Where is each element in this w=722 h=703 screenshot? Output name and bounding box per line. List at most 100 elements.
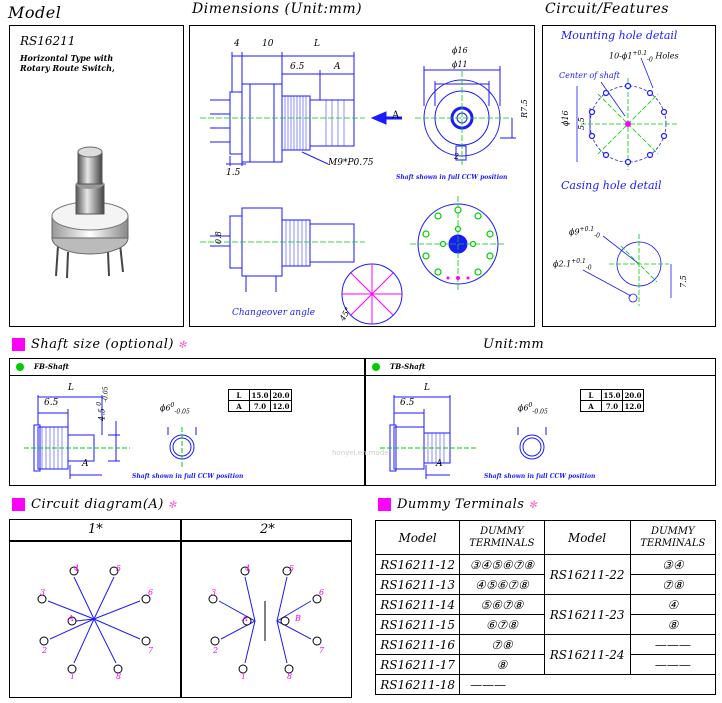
tb-dia: ϕ60-0.05 — [518, 402, 548, 415]
table-row: RS16211-18 ——— — [374, 674, 716, 695]
fb-table-row: A 7.0 12.0 — [228, 400, 292, 412]
fb-table-row: L 15.0 20.0 — [228, 389, 292, 401]
model-description-1: Horizontal Type with — [20, 53, 114, 63]
product-image — [51, 146, 129, 279]
shaft-size-title: Shaft size (optional) — [31, 337, 174, 352]
shaft-divider — [364, 359, 366, 485]
holes-tol-plus: +0.1 — [632, 50, 648, 57]
shaft-size-panel: FB-Shaft L 6.5 A 4.5 0-0.05 ϕ60-0.05 — [9, 358, 716, 486]
dummy-terminals: ④⑤⑥⑦⑧ — [459, 574, 545, 595]
tb-dia-tol-minus: -0.05 — [532, 408, 548, 416]
dummy-terminals: ——— — [629, 654, 717, 675]
features-panel: Mounting hole detail 10-ϕ1+0.1-0 Holes C… — [542, 25, 716, 327]
tb-table-row: L 15.0 20.0 — [580, 389, 644, 401]
casing-9-text: ϕ9 — [569, 227, 580, 237]
tb-dim-6-5: 6.5 — [400, 398, 415, 408]
fb-cell: A — [228, 400, 250, 412]
c2-label-8: 8 — [287, 672, 293, 681]
dummy-terminals: ⑤⑥⑦⑧ — [459, 594, 545, 615]
holes-note: 10-ϕ1+0.1-0 Holes — [609, 50, 679, 63]
dia-11: ϕ11 — [452, 60, 468, 69]
table-row: RS16211-16 ⑦⑧ RS16211-24 ——— — [374, 634, 717, 675]
shaft-size-star-icon: ✻ — [177, 340, 187, 351]
tb-dia-text: ϕ6 — [518, 403, 529, 413]
fb-dim-4-5-tol-minus: -0.05 — [102, 386, 110, 402]
shaft-note: Shaft shown in full CCW position — [396, 174, 508, 181]
model-description-2: Rotary Route Switch, — [20, 63, 115, 73]
fb-title: FB-Shaft — [34, 362, 69, 371]
dummy-model: RS16211-15 — [374, 614, 461, 635]
dummy-col-model-1: Model — [374, 520, 461, 555]
tb-cell: A — [580, 400, 602, 412]
c1-label-5: 5 — [116, 564, 122, 573]
fb-dia-tol-minus: -0.05 — [174, 408, 190, 416]
tb-dot-icon — [372, 363, 380, 371]
c2-label-5: 5 — [289, 564, 295, 573]
dummy-terminals-title: Dummy Terminals — [397, 497, 525, 512]
watermark: honyel.en.made — [332, 449, 389, 457]
circuit-divider — [180, 520, 182, 697]
c2-label-1: 1 — [241, 672, 247, 681]
tb-dim-l: L — [424, 383, 430, 393]
casing-9-tol-plus: +0.1 — [579, 226, 595, 233]
dimensions-header: Dimensions (Unit:mm) — [192, 1, 363, 17]
thread-label: M9*P0.75 — [328, 158, 374, 168]
c1-label-4: 4 — [74, 564, 80, 573]
dummy-table-header-row: Model DUMMY TERMINALS Model DUMMY TERMIN… — [374, 520, 717, 555]
dummy-terminals: ⑦⑧ — [459, 634, 545, 655]
dimensions-drawing — [200, 52, 516, 325]
c2-label-b: B — [295, 614, 301, 623]
model-header: Model — [8, 3, 62, 22]
c2-label-4: 4 — [245, 564, 251, 573]
fb-shaft-drawing — [24, 395, 197, 479]
dim-6-5: 6.5 — [290, 62, 305, 72]
tb-dia-tol-plus: 0 — [528, 402, 533, 409]
dummy-terminals: ⑥⑦⑧ — [459, 614, 545, 635]
dummy-model: RS16211-18 — [374, 674, 461, 695]
casing-7-5: 7.5 — [679, 275, 688, 288]
circuit-diagram-1 — [37, 566, 151, 674]
c2-label-a: A — [242, 614, 248, 623]
c2-label-3: 3 — [211, 588, 217, 597]
circuit-diagram-header: Circuit diagram(A)✻ — [12, 497, 177, 512]
holes-word: Holes — [655, 51, 679, 61]
dummy-col-dummy-2: DUMMY TERMINALS — [629, 520, 717, 555]
fb-dim-a: A — [82, 459, 89, 469]
tb-cell: L — [580, 389, 602, 401]
tb-cell: 15.0 — [601, 389, 623, 401]
dummy-model: RS16211-12 — [374, 554, 461, 575]
table-row: RS16211-17 ⑧ ——— — [374, 654, 717, 675]
dummy-terminals: ——— — [629, 634, 717, 655]
fb-dia: ϕ60-0.05 — [160, 402, 190, 415]
circuit-diagram-title: Circuit diagram(A) — [31, 497, 164, 512]
changeover-label: Changeover angle — [232, 308, 316, 318]
casing-2-1-tol-minus: -0 — [585, 264, 592, 272]
dummy-model: RS16211-13 — [374, 574, 461, 595]
tb-cell: 7.0 — [601, 400, 623, 412]
circuit-diagram-2 — [208, 566, 322, 674]
dim-4: 4 — [234, 39, 240, 49]
dummy-model: RS16211-16 — [374, 634, 461, 655]
dummy-model: RS16211-17 — [374, 654, 461, 675]
dummy-model: RS16211-24 — [543, 634, 631, 675]
dim-l: L — [314, 39, 320, 49]
casing-title: Casing hole detail — [561, 179, 662, 192]
casing-2-1-text: ϕ2.1 — [553, 259, 572, 269]
fb-dim-l: L — [68, 383, 74, 393]
fb-cell: L — [228, 389, 250, 401]
r7-5: R7.5 — [520, 99, 529, 118]
holes-note-text: 10-ϕ1 — [609, 51, 633, 61]
circuit-col1-title: 1* — [88, 522, 103, 537]
dummy-terminals: ——— — [459, 674, 716, 695]
fb-dim-4-5: 4.5 0-0.05 — [96, 387, 109, 422]
c1-label-1: 1 — [70, 672, 76, 681]
view-arrow-label: A — [392, 110, 400, 121]
dummy-terminals: ⑧ — [629, 614, 717, 635]
dim-0-8: 0.8 — [214, 231, 223, 244]
table-row: RS16211-13 ④⑤⑥⑦⑧ ⑦⑧ — [374, 574, 717, 595]
tb-dim-a: A — [436, 459, 443, 469]
c1-label-6: 6 — [148, 588, 154, 597]
mounting-hole-drawing — [576, 57, 678, 306]
tb-table: L 15.0 20.0 A 7.0 12.0 — [580, 389, 644, 412]
dummy-terminals-table: Model DUMMY TERMINALS Model DUMMY TERMIN… — [374, 520, 717, 695]
